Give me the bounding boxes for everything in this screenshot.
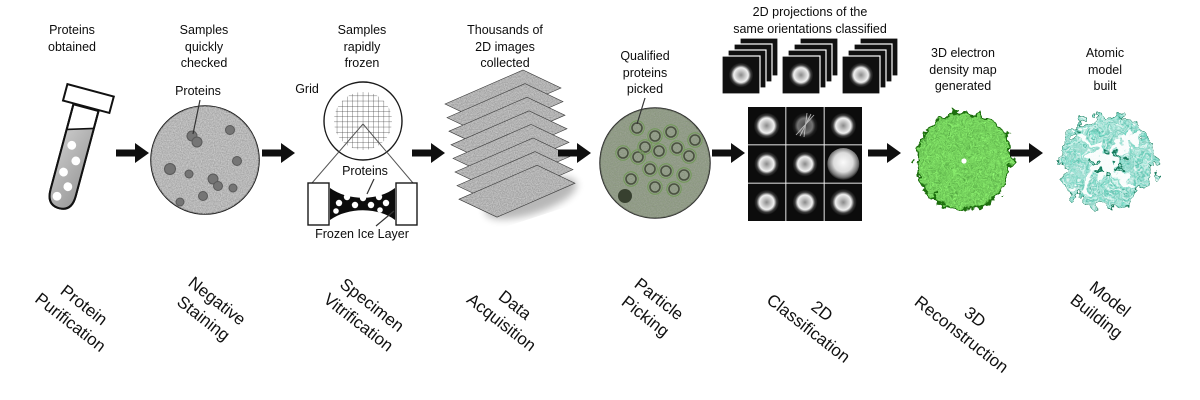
caption-protein-purification: Proteins obtained	[48, 23, 96, 54]
flow-arrow-icon	[558, 143, 591, 163]
label-3d-reconstruction: 3D Reconstruction	[911, 291, 1013, 377]
proteins-annotation-ice: Proteins	[342, 164, 388, 178]
label-negative-staining: Negative Staining	[173, 272, 250, 345]
negative-stain-micrograph-icon	[150, 99, 260, 215]
flow-arrow-icon	[262, 143, 295, 163]
proteins-annotation-stain: Proteins	[175, 84, 221, 98]
caption-2d-classification: 2D projections of the same orientations …	[733, 5, 887, 36]
class-average-stack-icon	[841, 37, 899, 95]
caption-particle-picking: Qualified proteins picked	[620, 49, 670, 96]
class-average-grid-icon	[748, 107, 862, 221]
flow-arrow-icon	[116, 143, 149, 163]
image-stack-icon	[444, 69, 577, 220]
label-protein-purification: Protein Purification	[31, 281, 111, 356]
caption-data-acquisition: Thousands of 2D images collected	[467, 23, 543, 70]
flow-arrow-icon	[712, 143, 745, 163]
label-2d-classification: 2D Classification	[763, 289, 854, 367]
frozen-ice-layer-annotation: Frozen Ice Layer	[315, 227, 409, 241]
flow-arrow-icon	[412, 143, 445, 163]
density-map-icon	[915, 112, 1013, 210]
caption-model-building: Atomic model built	[1085, 46, 1125, 93]
test-tube-icon	[48, 82, 116, 210]
label-model-building: Model Building	[1066, 277, 1135, 343]
flow-arrow-icon	[868, 143, 901, 163]
atomic-model-icon	[1060, 115, 1154, 209]
class-average-stack-icon	[781, 37, 839, 95]
class-average-stack-icon	[721, 37, 779, 95]
label-particle-picking: Particle Picking	[618, 274, 688, 341]
caption-vitrification: Samples rapidly frozen	[337, 23, 387, 70]
label-data-acquisition: Data Acquisition	[463, 286, 540, 356]
label-specimen-vitrification: Specimen Vitrification	[320, 274, 408, 356]
cryo-micrograph-icon	[599, 97, 711, 219]
grid-annotation: Grid	[295, 82, 319, 96]
caption-3d-reconstruction: 3D electron density map generated	[929, 46, 997, 93]
vitrification-grid-icon	[307, 81, 418, 227]
flow-arrow-icon	[1010, 143, 1043, 163]
caption-negative-staining: Samples quickly checked	[179, 23, 229, 70]
